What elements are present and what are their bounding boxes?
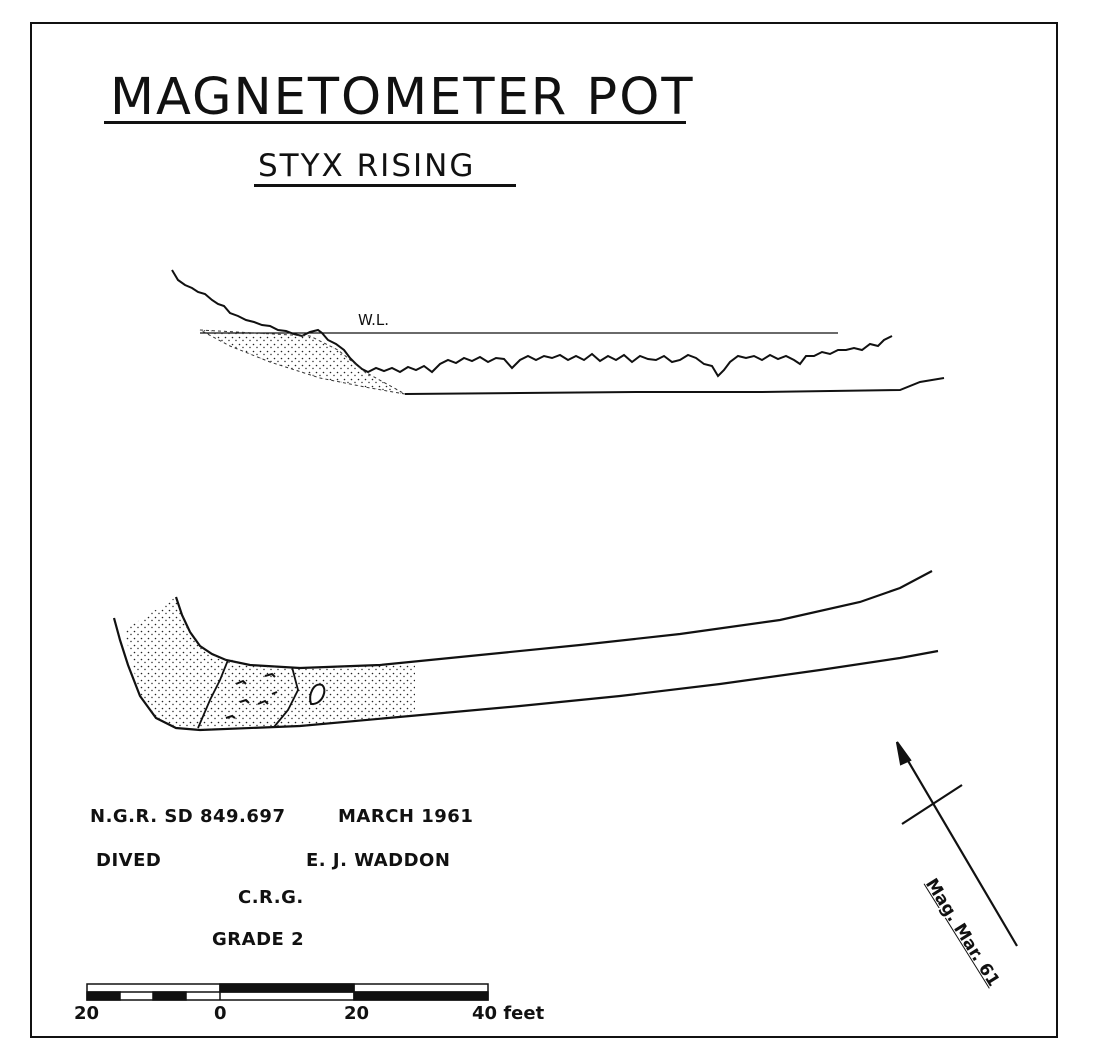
sediment-bank — [199, 329, 406, 395]
scale-tick-label: 40 feet — [472, 1003, 545, 1024]
map-subtitle: STYX RISING — [258, 148, 476, 184]
scale-bar — [86, 983, 489, 1001]
passage-roof-line — [171, 269, 893, 378]
plan-view — [112, 570, 939, 732]
elevation-section — [171, 269, 945, 395]
boulder-boundary-2 — [273, 666, 299, 728]
scale-tick-label: 0 — [214, 1003, 227, 1024]
title-underline — [104, 121, 686, 124]
passage-floor-line — [404, 377, 945, 395]
map-title: MAGNETOMETER POT — [110, 68, 695, 127]
rock-outline — [309, 683, 326, 705]
dived-label: DIVED — [96, 850, 162, 871]
grade-label: GRADE 2 — [212, 929, 305, 950]
subtitle-underline — [254, 184, 516, 187]
water-level-label: W.L. — [358, 311, 390, 329]
diver-name: E. J. WADDON — [306, 850, 451, 871]
sand-infill — [124, 597, 415, 730]
scale-tick-label: 20 — [74, 1003, 100, 1024]
passage-wall-north — [174, 570, 933, 670]
north-arrow — [895, 741, 1018, 947]
scale-tick-label: 20 — [344, 1003, 370, 1024]
club-name: C.R.G. — [238, 887, 304, 908]
map-frame — [30, 22, 1058, 1038]
boulder-boundary-1 — [197, 659, 229, 729]
rock-debris — [225, 672, 278, 719]
grid-reference: N.G.R. SD 849.697 — [90, 806, 286, 827]
survey-date: MARCH 1961 — [338, 806, 474, 827]
